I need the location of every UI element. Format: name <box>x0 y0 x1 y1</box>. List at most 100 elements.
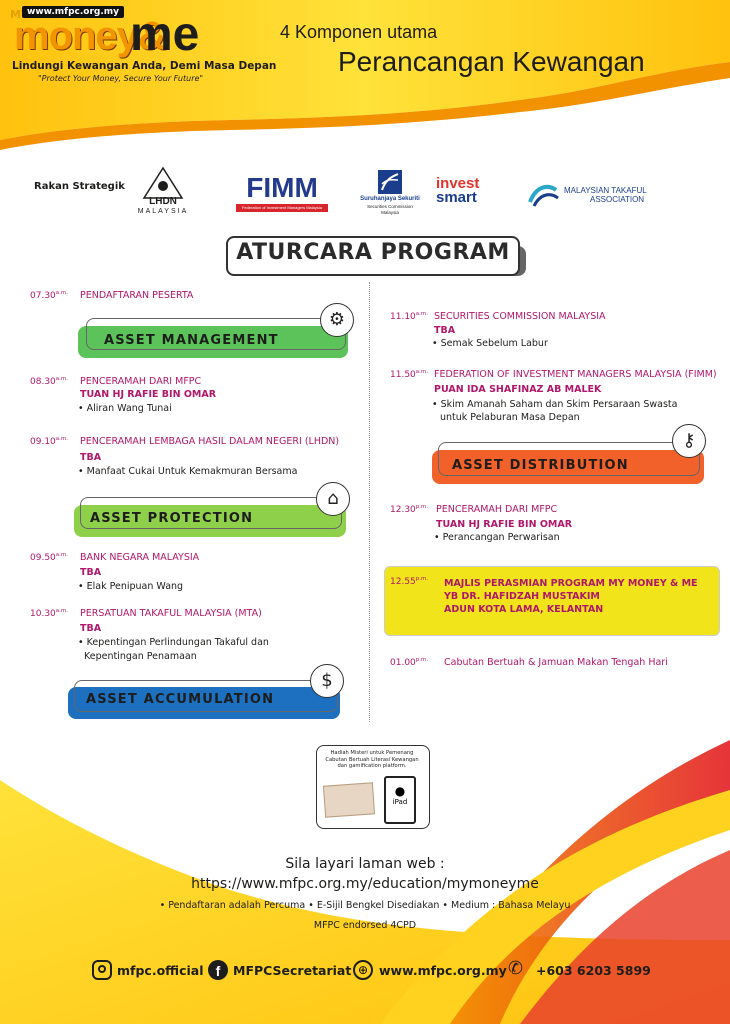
lhdn-logo: LHDN MALAYSIA <box>130 166 196 218</box>
sc-emblem-icon <box>378 170 402 194</box>
program-title: ATURCARA PROGRAM <box>236 240 510 265</box>
dollar-gear-icon: ⚙ <box>320 303 354 337</box>
topic-penamaan: Kepentingan Penamaan <box>84 651 197 662</box>
instagram-handle[interactable]: mfpc.official <box>117 963 204 978</box>
fimm-logo-subtext: Federation of Investment Managers Malays… <box>241 205 323 210</box>
time-0950: 09.50a.m. <box>30 552 68 563</box>
event-fimm: FEDERATION OF INVESTMENT MANAGERS MALAYS… <box>434 369 717 380</box>
sc-logo-subtext: Securities Commission <box>367 204 413 209</box>
event-lucky-draw-lunch: Cabutan Bertuah & Jamuan Makan Tengah Ha… <box>444 657 668 668</box>
logo-tagline-english: "Protect Your Money, Secure Your Future" <box>38 74 204 83</box>
logo-me-text: me <box>130 8 200 61</box>
topic-perwarisan: • Perancangan Perwarisan <box>434 532 560 543</box>
sc-logo-subtext-2: Malaysia <box>381 210 399 215</box>
topic-semak: • Semak Sebelum Labur <box>432 338 548 349</box>
speaker-sc: TBA <box>434 325 456 336</box>
prize-line-3: dan gamification platform. <box>337 763 407 769</box>
program-title-frame <box>226 236 520 276</box>
header-background <box>0 0 730 150</box>
website-prompt: Sila layari laman web : <box>285 856 445 872</box>
facebook-handle[interactable]: MFPCSecretariat <box>233 963 352 978</box>
mta-logo-text-2: ASSOCIATION <box>590 195 645 204</box>
footer-background <box>0 740 730 1024</box>
apple-icon: ● <box>394 784 406 798</box>
globe-icon: ⊕ <box>353 960 373 980</box>
opening-ceremony-guest-title: ADUN KOTA LAMA, KELANTAN <box>444 604 604 615</box>
investsmart-logo-invest: invest <box>436 175 480 192</box>
logo-url: www.mfpc.org.my <box>22 6 125 18</box>
opening-ceremony-box <box>384 566 720 636</box>
investsmart-logo-smart: smart <box>436 189 477 206</box>
investsmart-logo: invest smart <box>436 176 496 214</box>
prize-line-2: Cabutan Bertuah Literasi Kewangan <box>325 756 419 763</box>
mta-wave-icon <box>528 184 559 207</box>
topic-takaful: • Kepentingan Perlindungan Takaful dan <box>78 637 269 648</box>
facebook-icon: f <box>208 960 228 980</box>
speaker-rafie: TUAN HJ RAFIE BIN OMAR <box>80 389 217 400</box>
topic-elak-penipuan: • Elak Penipuan Wang <box>78 581 184 592</box>
topic-manfaat-cukai: • Manfaat Cukai Untuk Kemakmuran Bersama <box>78 466 298 477</box>
time-0910: 09.10a.m. <box>30 436 68 447</box>
lhdn-logo-subtext: MALAYSIA <box>137 208 189 215</box>
time-1150: 11.50a.m. <box>390 369 428 380</box>
instagram-icon <box>92 960 112 980</box>
lhdn-logo-text: LHDN <box>149 196 177 207</box>
website-url[interactable]: https://www.mfpc.org.my/education/mymone… <box>191 876 539 892</box>
asset-protection-label: ASSET PROTECTION <box>90 511 254 526</box>
event-sc: SECURITIES COMMISSION MALAYSIA <box>434 311 606 322</box>
event-bnm: BANK NEGARA MALAYSIA <box>80 552 200 563</box>
mta-logo-text-1: MALAYSIAN TAKAFUL <box>564 186 647 195</box>
time-0830: 08.30a.m. <box>30 376 68 387</box>
lhdn-emblem-icon <box>142 166 184 199</box>
fimm-logo: FIMM Federation of Investment Managers M… <box>234 172 330 216</box>
asset-accumulation-label: ASSET ACCUMULATION <box>86 692 275 707</box>
speaker-mta: TBA <box>80 623 102 634</box>
asset-distribution-frame <box>438 442 700 476</box>
speaker-bnm: TBA <box>80 567 102 578</box>
topic-skim-amanah: • Skim Amanah Saham dan Skim Persaraan S… <box>432 399 678 410</box>
event-mfpc-speaker-2: PENCERAMAH DARI MFPC <box>436 504 558 515</box>
asset-distribution-label: ASSET DISTRIBUTION <box>452 458 629 473</box>
mta-logo: MALAYSIAN TAKAFUL ASSOCIATION <box>528 180 654 210</box>
fimm-logo-text: FIMM <box>246 172 318 203</box>
event-mta: PERSATUAN TAKAFUL MALAYSIA (MTA) <box>80 608 262 619</box>
phone-number[interactable]: +603 6203 5899 <box>536 963 651 978</box>
opening-ceremony-guest: YB DR. HAFIDZAH MUSTAKIM <box>444 591 600 602</box>
asset-management-label: ASSET MANAGEMENT <box>104 333 279 348</box>
asset-protection-banner <box>74 505 346 537</box>
topic-pelaburan: untuk Pelaburan Masa Depan <box>440 412 580 423</box>
speaker-rafie-2: TUAN HJ RAFIE BIN OMAR <box>436 519 573 530</box>
time-0100: 01.00p.m. <box>390 657 429 668</box>
asset-accumulation-frame <box>74 680 338 712</box>
ipad-image: ● iPad <box>384 776 416 824</box>
time-1230: 12.30p.m. <box>390 504 429 515</box>
header-title: Perancangan Kewangan <box>338 46 645 77</box>
time-1110: 11.10a.m. <box>390 311 428 322</box>
speaker-lhdn: TBA <box>80 452 102 463</box>
asset-accumulation-banner <box>68 687 340 719</box>
key-icon: ⚷ <box>672 424 706 458</box>
time-1255: 12.55p.m. <box>390 576 429 587</box>
voucher-image <box>322 782 376 818</box>
cpd-endorsement: MFPC endorsed 4CPD <box>313 920 417 931</box>
asset-management-banner <box>78 326 348 358</box>
time-0730: 07.30a.m. <box>30 290 68 301</box>
event-registration: PENDAFTARAN PESERTA <box>80 290 194 301</box>
header-subtitle: 4 Komponen utama <box>280 22 438 42</box>
time-1030: 10.30a.m. <box>30 608 68 619</box>
event-mfpc-speaker: PENCERAMAH DARI MFPC <box>80 376 202 387</box>
opening-ceremony-title: MAJLIS PERASMIAN PROGRAM MY MONEY & ME <box>444 578 698 589</box>
ipad-label: iPad <box>392 798 408 806</box>
house-icon: ⌂ <box>316 482 350 516</box>
prize-line-1: Hadiah Misteri untuk Pemenang <box>330 750 414 756</box>
sc-logo: Suruhanjaya Sekuriti Securities Commissi… <box>358 168 422 220</box>
prize-text: Hadiah Misteri untuk Pemenang Cabutan Be… <box>320 750 424 770</box>
registration-info: • Pendaftaran adalah Percuma • E-Sijil B… <box>159 900 571 911</box>
asset-distribution-banner <box>432 450 704 484</box>
topic-aliran-wang: • Aliran Wang Tunai <box>78 403 172 414</box>
speaker-ida: PUAN IDA SHAFINAZ AB MALEK <box>434 384 602 395</box>
website-handle[interactable]: www.mfpc.org.my <box>379 963 507 978</box>
sc-logo-text: Suruhanjaya Sekuriti <box>360 196 420 202</box>
logo-money-text: money& <box>14 14 167 58</box>
fimm-logo-bar <box>236 204 328 212</box>
